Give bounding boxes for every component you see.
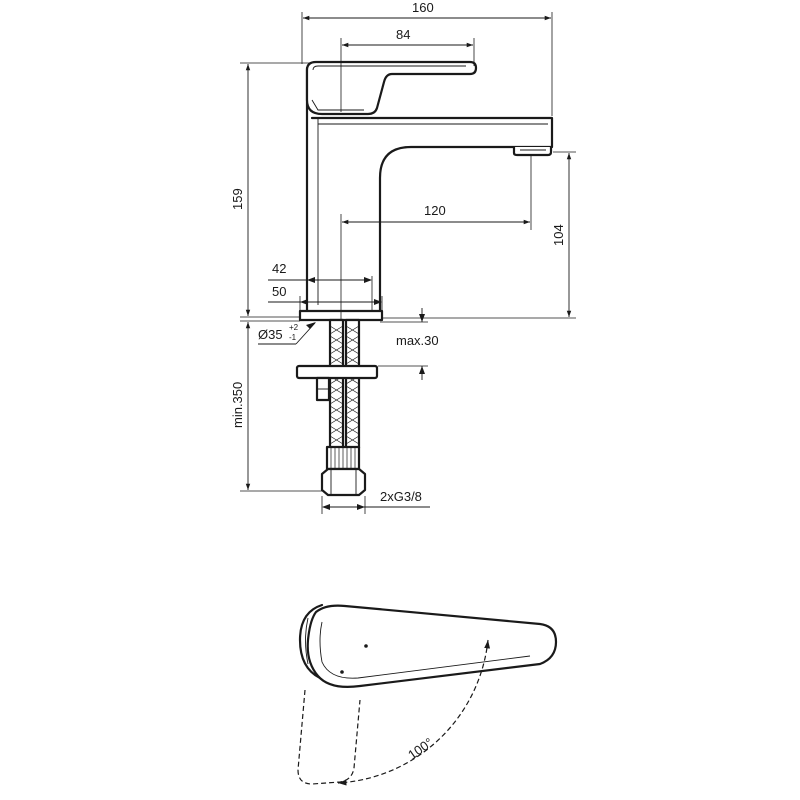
- dim-g38: 2xG3/8: [380, 489, 422, 504]
- dim-160: 160: [412, 0, 434, 15]
- mounting-assembly: [295, 318, 379, 497]
- dim-42: 42: [272, 261, 286, 276]
- hose-left: [328, 318, 345, 450]
- rotated-lever-dashed: [297, 689, 361, 785]
- dim-tol-upper: +2: [289, 323, 299, 332]
- ferrule-knurl: [330, 447, 356, 469]
- top-view-lever: 100°: [297, 603, 558, 786]
- dim-84: 84: [396, 27, 410, 42]
- dim-100deg: 100°: [405, 735, 436, 763]
- dim-min350: min.350: [230, 382, 245, 428]
- lever-handle-detail: [312, 65, 466, 71]
- hose-right: [344, 318, 361, 450]
- mounting-plate: [295, 364, 379, 380]
- top-body: [298, 603, 324, 680]
- faucet-front-view: [298, 60, 554, 322]
- hose-braid: [329, 325, 360, 445]
- dim-120: 120: [424, 203, 446, 218]
- rotation-arc: [337, 639, 491, 786]
- dim-104: 104: [551, 224, 566, 246]
- dim-max30: max.30: [396, 333, 439, 348]
- dim-diameter: Ø35: [258, 327, 283, 342]
- pivot-dot-2: [340, 670, 344, 674]
- aerator: [512, 147, 553, 157]
- dimensions: 160 84 159 120 104 42 50: [230, 0, 576, 514]
- dim-50: 50: [272, 284, 286, 299]
- top-lever: [306, 604, 558, 688]
- dim-159: 159: [230, 188, 245, 210]
- lever-cap: [311, 99, 364, 111]
- lever-handle: [305, 60, 478, 116]
- dim-tol-lower: -1: [289, 333, 297, 342]
- pivot-dot-1: [364, 644, 368, 648]
- connection-nut: [320, 467, 367, 497]
